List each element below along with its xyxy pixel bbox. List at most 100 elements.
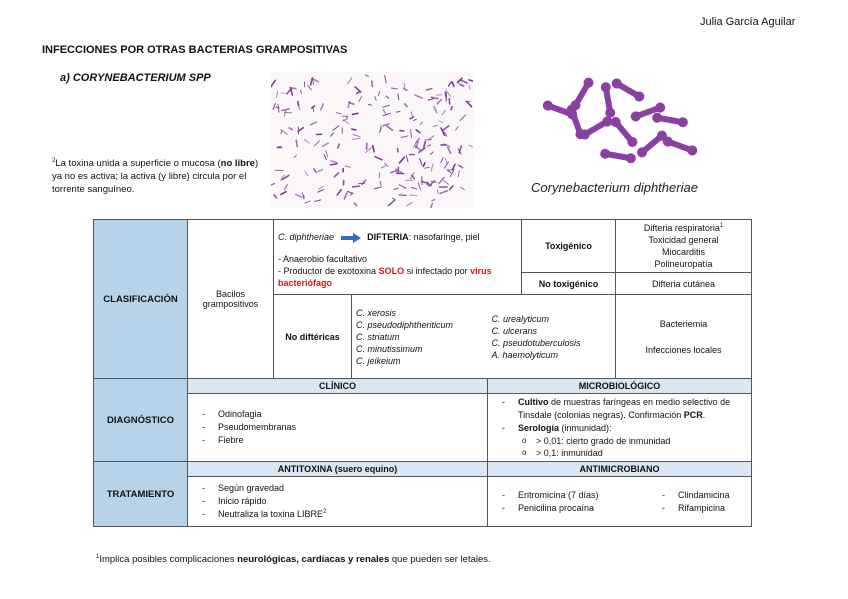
- antitoxina-header: ANTITOXINA (suero equino): [187, 461, 488, 477]
- bacillus-mark: [318, 185, 324, 190]
- bacillus-mark: [444, 161, 449, 169]
- bacillus-mark: [354, 86, 362, 93]
- bacillus-mark: [443, 131, 448, 137]
- bacillus-mark: [343, 192, 348, 200]
- species-list-1: C. xerosis C. pseudodiphtheriticum C. st…: [351, 294, 488, 379]
- bacillus-mark: [351, 137, 361, 140]
- bacillus-mark: [438, 120, 443, 123]
- bacillus-mark: [312, 78, 320, 83]
- image-caption: Corynebacterium diphtheriae: [531, 180, 698, 195]
- bacillus-mark: [379, 180, 382, 186]
- bacillus-mark: [414, 94, 424, 99]
- no-toxigenico-result: Difteria cutánea: [615, 272, 753, 295]
- microbiologico-cell: Cultivo de muestras faríngeas en medio s…: [486, 393, 753, 462]
- bacillus-mark: [347, 77, 353, 85]
- bacillus-mark: [451, 163, 456, 171]
- bacillus-model: [600, 82, 616, 118]
- bacillus-mark: [406, 202, 413, 207]
- bacillus-mark: [353, 202, 358, 207]
- bacillus-mark: [430, 96, 439, 100]
- species-name: C. diphtheriae: [278, 232, 335, 242]
- footnote-marker: 1: [96, 553, 100, 560]
- bacillus-mark: [330, 160, 338, 164]
- bacillus-mark: [427, 98, 435, 101]
- bacillus-model: [630, 102, 666, 122]
- bacillus-mark: [465, 100, 473, 108]
- bacillus-mark: [378, 90, 381, 96]
- bacillus-mark: [351, 112, 359, 116]
- bacillus-mark: [280, 130, 283, 135]
- bacillus-mark: [304, 200, 311, 204]
- bacillus-mark: [296, 103, 301, 110]
- bacillus-mark: [281, 174, 290, 181]
- footnote-marker: 1: [719, 223, 724, 229]
- bacillus-mark: [317, 189, 325, 193]
- bacillus-mark: [349, 192, 354, 196]
- bacillus-mark: [409, 172, 415, 180]
- footnote-marker: 2: [52, 157, 56, 164]
- bacillus-mark: [309, 77, 314, 86]
- bacilos-cell: Bacilos grampositivos: [187, 219, 274, 379]
- list-item: Según gravedad: [202, 482, 483, 495]
- bacillus-mark: [352, 133, 361, 138]
- bacillus-mark: [364, 74, 370, 77]
- bacillus-mark: [344, 165, 351, 168]
- row-label-tratamiento: TRATAMIENTO: [93, 461, 188, 527]
- bacillus-mark: [288, 127, 294, 131]
- bacillus-mark: [294, 193, 303, 198]
- antimicrobiano-cell: Eritromicina (7 días) Penicilina procaín…: [486, 476, 753, 527]
- bacillus-mark: [402, 87, 408, 92]
- bacillus-mark: [455, 126, 459, 131]
- bacillus-mark: [446, 169, 452, 174]
- bacillus-mark: [450, 105, 453, 111]
- bacillus-mark: [440, 157, 444, 164]
- bacillus-mark: [460, 83, 465, 87]
- bacillus-mark: [355, 91, 361, 95]
- bacillus-mark: [422, 140, 427, 148]
- bacillus-mark: [387, 199, 396, 207]
- anaerobio-text: - Anaerobio facultativo: [278, 254, 368, 264]
- bacillus-mark: [398, 184, 407, 189]
- bacillus-mark: [371, 80, 374, 88]
- toxigenico-results: Difteria respiratoria1 Toxicidad general…: [615, 219, 753, 273]
- bacillus-mark: [303, 139, 310, 144]
- bacillus-mark: [418, 147, 426, 154]
- bacillus-mark: [301, 192, 305, 200]
- row-label-diagnostico: DIAGNÓSTICO: [93, 378, 188, 462]
- bacillus-mark: [279, 174, 285, 181]
- list-item: Fiebre: [202, 434, 483, 447]
- bacillus-mark: [468, 84, 471, 90]
- bacillus-mark: [385, 95, 390, 99]
- bacillus-mark: [417, 182, 421, 191]
- bacillus-mark: [457, 164, 463, 168]
- bacillus-mark: [443, 180, 449, 185]
- bacillus-mark: [346, 190, 353, 194]
- bacillus-mark: [309, 121, 318, 126]
- bacillus-mark: [323, 154, 328, 161]
- bacillus-mark: [280, 190, 287, 196]
- bacillus-mark: [381, 123, 390, 127]
- bacillus-mark: [393, 187, 399, 191]
- bacillus-mark: [396, 147, 399, 153]
- bacillus-mark: [276, 145, 282, 149]
- bacillus-mark: [379, 127, 382, 133]
- clinico-cell: Odinofagia Pseudomembranas Fiebre: [187, 393, 488, 462]
- no-diftericas-results: Bacteriemia Infecciones locales: [615, 294, 753, 379]
- bacillus-mark: [358, 96, 363, 102]
- bacillus-mark: [400, 135, 409, 139]
- bacillus-mark: [456, 77, 463, 84]
- bacillus-mark: [460, 186, 465, 191]
- side-note: 2La toxina unida a superficie o mucosa (…: [52, 157, 262, 196]
- footnote: 1Implica posibles complicaciones neuroló…: [96, 553, 491, 565]
- bacillus-mark: [392, 197, 397, 201]
- bacillus-mark: [424, 166, 431, 169]
- bacillus-mark: [394, 168, 403, 173]
- bacillus-mark: [336, 188, 342, 196]
- bacillus-mark: [342, 119, 349, 124]
- bacillus-mark: [405, 154, 409, 163]
- bacillus-mark: [382, 109, 387, 115]
- bacillus-mark: [457, 170, 460, 178]
- list-item: Penicilina procaína: [502, 502, 652, 515]
- bacillus-mark: [436, 189, 439, 195]
- bacillus-mark: [271, 182, 276, 186]
